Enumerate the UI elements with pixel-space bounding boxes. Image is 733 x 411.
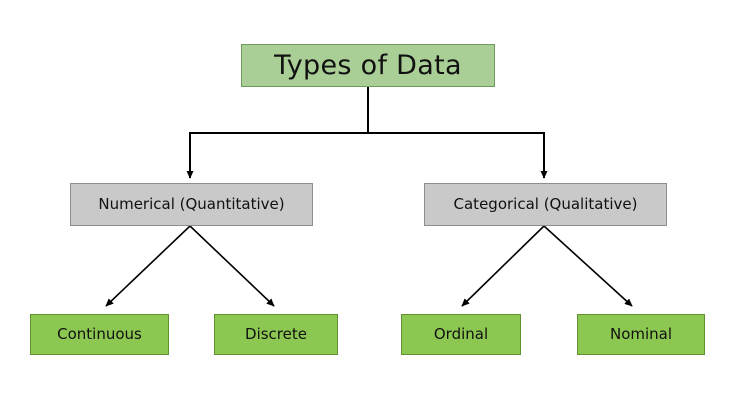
node-leaf-continuous[interactable]: Continuous bbox=[30, 314, 169, 355]
node-branch-numerical[interactable]: Numerical (Quantitative) bbox=[70, 183, 313, 226]
node-leaf-nominal-label: Nominal bbox=[609, 325, 673, 344]
node-leaf-ordinal-label: Ordinal bbox=[433, 325, 489, 344]
node-root-label: Types of Data bbox=[274, 49, 462, 81]
node-branch-categorical[interactable]: Categorical (Qualitative) bbox=[424, 183, 667, 226]
edge-numerical-to-discrete bbox=[189, 225, 275, 307]
node-root-types-of-data[interactable]: Types of Data bbox=[241, 44, 495, 87]
node-leaf-discrete-label: Discrete bbox=[245, 325, 307, 344]
node-branch-numerical-label: Numerical (Quantitative) bbox=[98, 195, 285, 214]
edge-categorical-to-nominal bbox=[543, 225, 633, 307]
edge-root-to-numerical bbox=[186, 132, 368, 179]
node-leaf-discrete[interactable]: Discrete bbox=[214, 314, 338, 355]
edge-root-to-categorical bbox=[368, 132, 548, 179]
node-leaf-nominal[interactable]: Nominal bbox=[577, 314, 705, 355]
edge-categorical-to-ordinal bbox=[461, 225, 545, 307]
edge-numerical-to-continuous bbox=[105, 225, 191, 307]
node-branch-categorical-label: Categorical (Qualitative) bbox=[453, 195, 638, 214]
node-leaf-continuous-label: Continuous bbox=[57, 325, 142, 344]
node-leaf-ordinal[interactable]: Ordinal bbox=[401, 314, 521, 355]
